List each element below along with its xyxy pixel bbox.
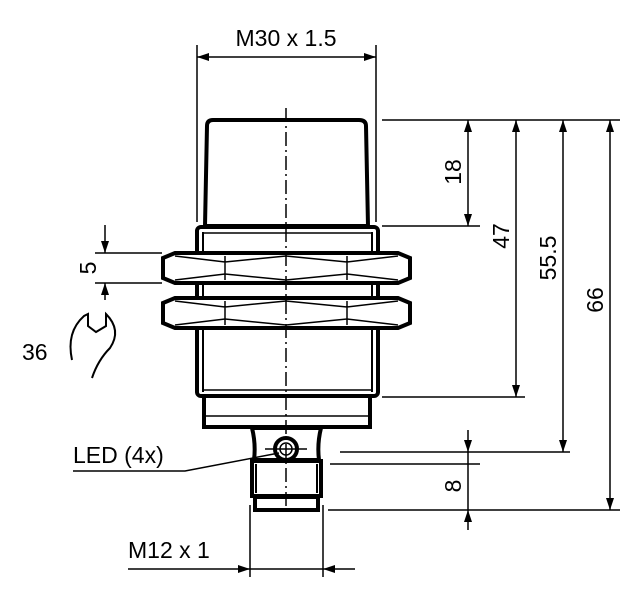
label-m12: M12 x 1 — [128, 537, 210, 563]
label-dim-total: 66 — [582, 287, 608, 313]
dimension-nut-height: 5 — [75, 225, 162, 300]
led-callout: LED (4x) — [73, 442, 280, 472]
label-led: LED (4x) — [73, 442, 164, 468]
label-dim-body: 47 — [488, 223, 514, 249]
label-dim-connector: 8 — [440, 480, 466, 493]
label-dim-head: 18 — [440, 159, 466, 185]
label-wrench-size: 36 — [22, 339, 48, 365]
label-m30: M30 x 1.5 — [236, 25, 337, 51]
sensor-body — [161, 108, 412, 516]
dimensions-right: 18 47 55.5 66 8 — [328, 119, 620, 530]
dimension-m30: M30 x 1.5 — [196, 25, 377, 222]
dimension-m12: M12 x 1 — [128, 505, 355, 577]
label-dim-led: 55.5 — [535, 236, 561, 281]
wrench-size: 36 — [22, 311, 117, 379]
nut-upper — [161, 251, 412, 285]
wrench-icon — [69, 311, 117, 379]
label-nut-height: 5 — [75, 262, 101, 275]
